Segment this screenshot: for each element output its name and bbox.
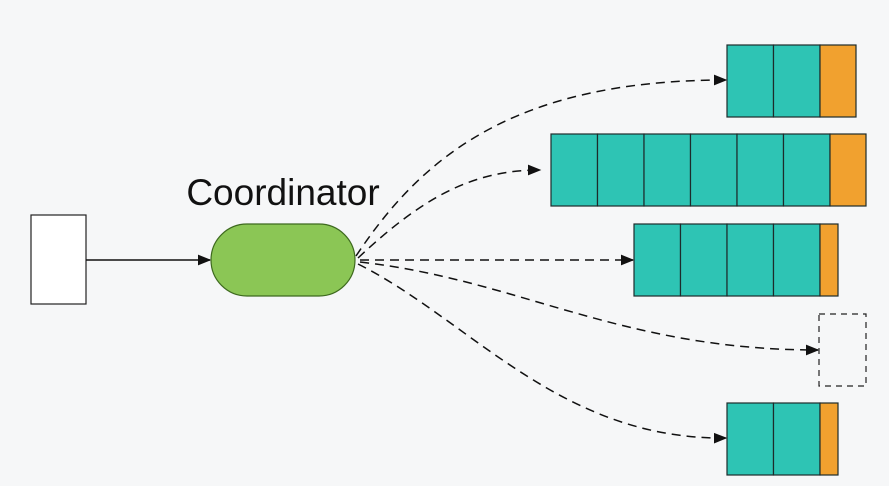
queue-segment — [772, 402, 821, 476]
queue-segment — [726, 44, 775, 118]
queue-tail-segment — [819, 223, 839, 297]
queue-segment — [726, 402, 775, 476]
queue-segment — [772, 223, 821, 297]
empty-queue-placeholder — [818, 313, 867, 387]
queue-tail-segment — [819, 402, 839, 476]
queue-segment — [550, 133, 599, 207]
queue-segment — [633, 223, 682, 297]
queue-segment — [782, 133, 831, 207]
queues — [550, 44, 867, 476]
queue-segment — [596, 133, 645, 207]
queue-segment — [643, 133, 692, 207]
queue-segment — [689, 133, 738, 207]
queue-segment — [679, 223, 728, 297]
queue-4 — [818, 313, 867, 387]
queue-segment — [726, 223, 775, 297]
edge-to-queue-2 — [357, 164, 542, 259]
edge-to-queue-1 — [355, 74, 728, 257]
edge-to-queue-5 — [357, 263, 728, 444]
queue-5 — [726, 402, 839, 476]
queue-1 — [726, 44, 857, 118]
coordinator-label: Coordinator — [186, 172, 379, 213]
queue-3 — [633, 223, 839, 297]
coordinator-node — [210, 223, 356, 297]
fanout-edges — [355, 74, 820, 444]
queue-tail-segment — [819, 44, 857, 118]
edge-to-queue-4 — [359, 261, 820, 356]
queue-2 — [550, 133, 867, 207]
queue-tail-segment — [829, 133, 867, 207]
source-node — [30, 214, 87, 305]
queue-segment — [736, 133, 785, 207]
queue-segment — [772, 44, 821, 118]
